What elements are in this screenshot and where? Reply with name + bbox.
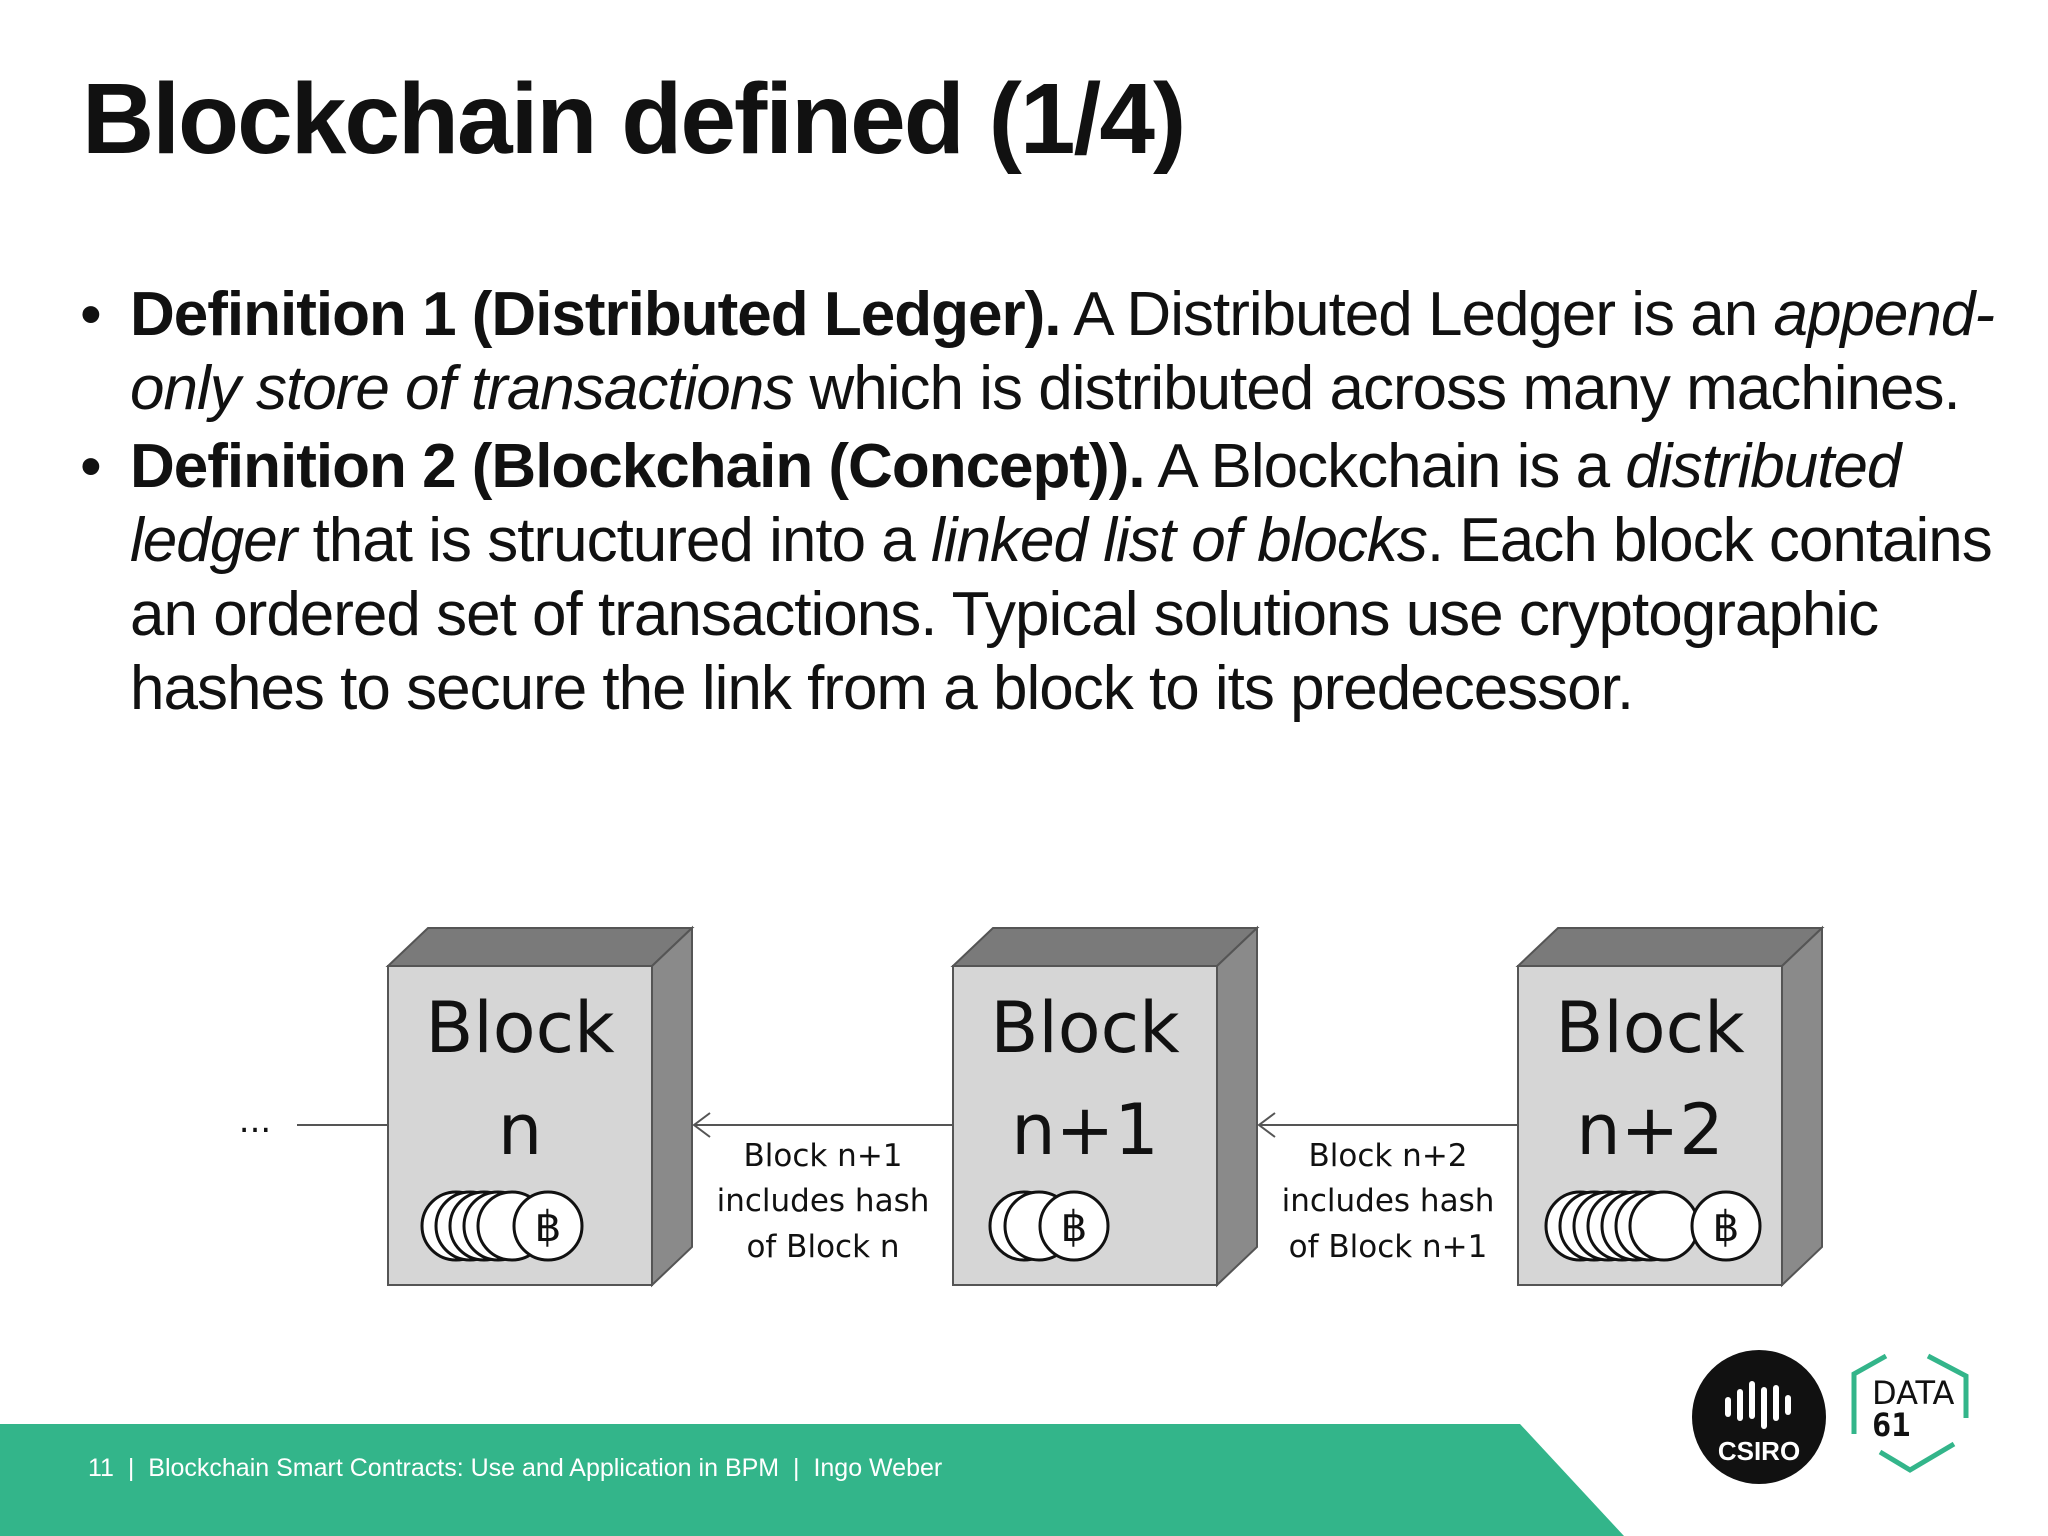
definition-1-text: A Distributed Ledger is an bbox=[1060, 280, 1774, 349]
definition-2: • Definition 2 (Blockchain (Concept)). A… bbox=[80, 430, 2010, 726]
bullet-marker: • bbox=[80, 432, 102, 501]
definition-1-heading: Definition 1 (Distributed Ledger). bbox=[130, 280, 1061, 349]
definition-2-heading: Definition 2 (Blockchain (Concept)). bbox=[130, 432, 1146, 501]
block-label: Block bbox=[1555, 987, 1745, 1069]
chain-ellipsis: ... bbox=[239, 1101, 271, 1141]
footer-separator: | bbox=[793, 1454, 800, 1482]
block-number: n+2 bbox=[1576, 1089, 1724, 1171]
page-number: 11 bbox=[88, 1454, 114, 1482]
bitcoin-coin-icon bbox=[1038, 1190, 1110, 1262]
definition-list: • Definition 1 (Distributed Ledger). A D… bbox=[80, 278, 2010, 730]
block-label: Block bbox=[990, 987, 1180, 1069]
data61-wordmark-top: DATA bbox=[1872, 1374, 1955, 1412]
link-caption-line: of Block n+1 bbox=[1289, 1229, 1488, 1265]
arrowhead-icon bbox=[692, 1112, 711, 1138]
block-label: Block bbox=[425, 987, 615, 1069]
data61-hexagon-outline bbox=[1926, 1353, 1969, 1418]
data61-hexagon-outline bbox=[1878, 1441, 1956, 1473]
block-side bbox=[651, 925, 693, 1288]
definition-2-emphasis-linked-list: linked list of blocks bbox=[931, 506, 1428, 575]
block-n-plus-1: Block n+1 ฿ bbox=[950, 925, 1260, 1288]
definition-2-text: A Blockchain is a bbox=[1144, 432, 1626, 501]
block-top bbox=[385, 927, 695, 967]
csiro-logo-disc bbox=[1692, 1350, 1826, 1484]
block-number: n bbox=[498, 1089, 542, 1171]
definition-1: • Definition 1 (Distributed Ledger). A D… bbox=[80, 278, 2010, 426]
bitcoin-symbol: ฿ bbox=[1061, 1202, 1088, 1251]
coin-stack: ฿ bbox=[988, 1190, 1110, 1262]
definition-1-emphasis: append-only store of transactions bbox=[130, 280, 1995, 423]
link-caption-line: includes hash bbox=[717, 1183, 930, 1219]
footer-band bbox=[0, 1424, 1624, 1536]
block-n: Block n ฿ bbox=[385, 925, 695, 1288]
author-name: Ingo Weber bbox=[813, 1454, 943, 1482]
footer: 11 | Blockchain Smart Contracts: Use and… bbox=[88, 1454, 942, 1483]
footer-separator: | bbox=[127, 1454, 135, 1482]
csiro-wave-icon bbox=[1725, 1381, 1791, 1429]
csiro-logo: CSIRO bbox=[1692, 1350, 1826, 1484]
arrowhead-icon bbox=[1257, 1112, 1276, 1138]
block-number: n+1 bbox=[1011, 1089, 1159, 1171]
link-caption-line: includes hash bbox=[1282, 1183, 1495, 1219]
block-n-plus-2: Block n+2 ฿ bbox=[1515, 925, 1825, 1288]
definition-2-text-end: . Each block contains an ordered set of … bbox=[130, 506, 1993, 723]
talk-title: Blockchain Smart Contracts: Use and Appl… bbox=[148, 1454, 780, 1482]
bitcoin-symbol: ฿ bbox=[535, 1202, 562, 1251]
blockchain-diagram-svg: ... Block n ฿ Block n+1 includes hash of… bbox=[239, 925, 1825, 1288]
block-top bbox=[950, 927, 1260, 967]
data61-wordmark-number: 61 bbox=[1872, 1406, 1911, 1444]
slide-title: Blockchain defined (1/4) bbox=[82, 63, 1186, 175]
bitcoin-symbol: ฿ bbox=[1713, 1202, 1740, 1251]
coin-icon bbox=[1628, 1190, 1700, 1262]
bullet-marker: • bbox=[80, 280, 102, 349]
block-side bbox=[1781, 925, 1823, 1288]
link-caption-line: Block n+2 bbox=[1308, 1138, 1467, 1174]
blockchain-diagram: ... Block n ฿ Block n+1 includes hash of… bbox=[0, 920, 2048, 1320]
block-side bbox=[1216, 925, 1258, 1288]
coin-stack: ฿ bbox=[420, 1190, 584, 1262]
definition-2-text-mid: that is structured into a bbox=[296, 506, 932, 575]
bitcoin-coin-icon bbox=[1690, 1190, 1762, 1262]
link-caption-line: of Block n bbox=[746, 1229, 899, 1265]
coin-stack: ฿ bbox=[1544, 1190, 1762, 1262]
bitcoin-coin-icon bbox=[512, 1190, 584, 1262]
data61-logo: DATA 61 bbox=[1851, 1353, 1969, 1473]
data61-hexagon-outline bbox=[1851, 1353, 1888, 1434]
definition-1-text-end: which is distributed across many machine… bbox=[793, 354, 1960, 423]
footer-band-shape bbox=[0, 1424, 1624, 1536]
block-top bbox=[1515, 927, 1825, 967]
csiro-wordmark: CSIRO bbox=[1718, 1436, 1800, 1466]
definition-2-emphasis-ledger: distributed ledger bbox=[130, 432, 1901, 575]
link-caption-line: Block n+1 bbox=[743, 1138, 902, 1174]
